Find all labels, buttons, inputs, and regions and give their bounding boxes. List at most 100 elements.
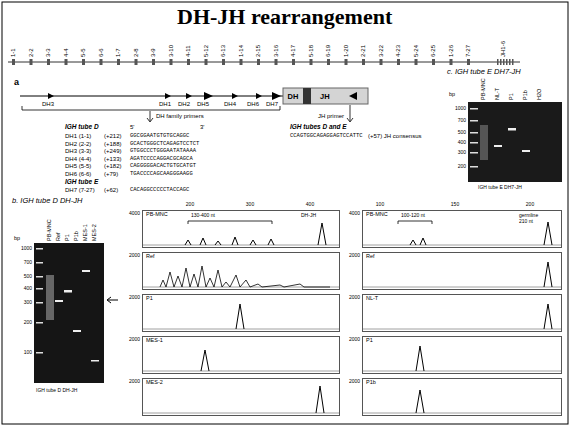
primer-label: DH7 (266, 101, 278, 107)
dh-primer-arrows (48, 92, 281, 100)
lane-label: MES-1 (83, 224, 89, 241)
gene-region-box: JH (311, 89, 368, 104)
ladder-bands (470, 108, 478, 168)
primer-name: (+57) JH consensus (368, 133, 422, 139)
sample-name: P1b (365, 380, 377, 386)
size-marker: 700 (24, 260, 32, 265)
gene-segment-label: 3-22 (378, 45, 384, 57)
size-bracket (398, 221, 432, 224)
lane-label: NL-T (495, 88, 501, 100)
amplicon-size: (+249) (104, 148, 122, 154)
trace-peaks (185, 223, 326, 245)
axis-tick: 2000 (129, 337, 140, 342)
amplicon-size: (+212) (104, 133, 122, 139)
dh-jh-box (283, 88, 368, 104)
sample-name: Ref (145, 254, 156, 260)
gene-segment-label: 6-6 (98, 48, 104, 57)
annotation: 100-120 nt (400, 213, 426, 218)
amplicon-size: (+133) (104, 156, 122, 162)
primer-label: DH4 (224, 101, 236, 107)
size-marker: 400 (24, 286, 32, 291)
sample-name: P1 (145, 296, 154, 302)
gene-segment-label: 2-15 (255, 45, 261, 57)
gene-segment-label: 6-25 (430, 45, 436, 57)
primer-bracket (22, 106, 280, 110)
primer-name: DH5 (5-5) (65, 163, 91, 169)
axis-tick: 2000 (129, 379, 140, 384)
ladder-bands (36, 248, 43, 354)
gene-region-name: DH (288, 93, 299, 101)
primer-sequence: GTGGCCCTGGGAATATAAAA (130, 148, 196, 154)
gene-segment-label: 1-20 (343, 45, 349, 57)
gene-segment-label: 4-11 (185, 45, 191, 57)
annotation: germline (518, 213, 539, 218)
primer-name: DH2 (2-2) (65, 141, 91, 147)
primer-label: DH2 (178, 101, 190, 107)
trace-panel: P1 (142, 294, 340, 332)
gene-segment-label: 2-21 (360, 45, 366, 57)
primer-sequence: CCAGTGGCAGAGGAGTCCATTC (290, 133, 363, 139)
sample-name: Ref (365, 254, 376, 260)
gel-image (468, 102, 562, 182)
size-marker: 200 (458, 164, 466, 169)
primer-label: DH6 (247, 101, 259, 107)
axis-tick: 2000 (349, 379, 360, 384)
primer-name: DH4 (4-4) (65, 156, 91, 162)
primer-name: DH6 (6-6) (65, 171, 91, 177)
lane-label: H2O (537, 89, 543, 100)
sample-name: PB-MNC (365, 212, 389, 218)
primer-name: DH1 (1-1) (65, 133, 91, 139)
axis-unit: bp (14, 236, 20, 242)
size-marker: 1000 (455, 106, 466, 111)
axis-tick: 100 (376, 202, 384, 207)
axis-tick: 300 (246, 202, 254, 207)
axis-unit: bp (449, 92, 455, 98)
axis-tick: 400 (306, 202, 314, 207)
gene-segment-label: 5-5 (80, 48, 86, 57)
gene-segment-label: 5-18 (308, 45, 314, 57)
trace-panel: P1 (362, 336, 562, 374)
gene-segment-label: 4-23 (395, 45, 401, 57)
trace-panel: MES-1 (142, 336, 340, 374)
primer-sequence: AGATCCCCAGGACGCAGCA (130, 156, 193, 162)
axis-tick: 200 (186, 202, 194, 207)
gel-smear (480, 125, 488, 160)
trace-panel: P1b (362, 378, 562, 416)
gene-segment-label: 4-17 (290, 45, 296, 57)
gel-bands (494, 128, 530, 152)
trace-baselines (142, 245, 562, 413)
annotation: 210 nt (518, 219, 534, 224)
polyclonal-trace (160, 266, 330, 287)
amplicon-size: (+188) (104, 141, 122, 147)
lane-label: PB-MNC (47, 219, 53, 241)
amplicon-size: (+79) (104, 171, 118, 177)
trace-panel: Ref (142, 252, 340, 290)
sample-name: NL-T (365, 296, 379, 302)
gene-segment-label: 5-12 (203, 45, 209, 57)
panel-letter: a (14, 78, 19, 87)
lane-label: P1b (523, 90, 529, 100)
gene-segment-label: 1-1 (10, 48, 16, 57)
size-marker: 300 (458, 150, 466, 155)
gel-bands (55, 270, 99, 362)
primer-name: DH7 (7-27) (65, 187, 95, 193)
annotation: DH-JH (300, 213, 317, 218)
lane-label: P1b (74, 231, 80, 241)
lane-label: P1 (509, 93, 515, 100)
axis-tick: 2000 (349, 295, 360, 300)
primer-label: DH1 (159, 101, 171, 107)
gene-segment-label: 3-16 (273, 45, 279, 57)
gene-segment-label: 1-26 (448, 45, 454, 57)
axis-tick: 150 (451, 202, 459, 207)
axis-tick: 2000 (129, 253, 140, 258)
primer-sequence: TGACCCCAGCAAGGGAAGG (130, 171, 193, 177)
panel-heading: c. IGH tube E DH7-JH (447, 68, 521, 76)
jh-gene-marks (497, 59, 514, 65)
trace-panel: Ref (362, 252, 562, 290)
gene-segment-label: 3-10 (168, 45, 174, 57)
sample-name: MES-2 (145, 380, 164, 386)
primer-sequence: CACAGGCCCCCTACCAGC (130, 187, 189, 193)
size-bracket (188, 221, 272, 224)
axis-tick: 4000 (349, 211, 360, 216)
